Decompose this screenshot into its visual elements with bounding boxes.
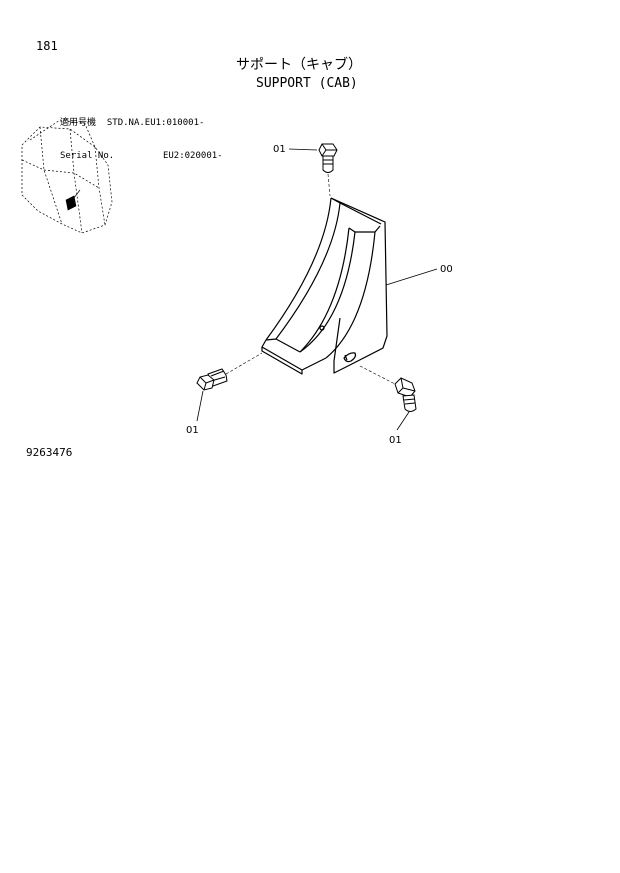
leader-line-bolt-right: [396, 411, 410, 431]
serial-range-2: EU2:020001-: [162, 151, 223, 161]
callout-bolt-left: 01: [186, 425, 199, 436]
leader-line-support: [385, 268, 438, 286]
bolt-left-icon: [196, 368, 228, 391]
page-title-japanese: サポート（キャブ）: [236, 57, 362, 73]
bolt-right-icon: [394, 377, 417, 412]
assembly-line-top: [327, 173, 331, 197]
page-number: 181: [36, 39, 58, 53]
serial-std-model: STD.NA.: [106, 118, 145, 128]
serial-range-1: EU1:010001-: [144, 118, 205, 128]
locator-pointer-line: [69, 189, 81, 204]
serial-label-english: Serial No.: [60, 151, 115, 161]
bolt-top-icon: [318, 143, 338, 173]
serial-row-1: 適用号機 STD.NA.EU1:010001-: [60, 118, 223, 129]
callout-bolt-right: 01: [389, 435, 402, 446]
support-bracket-part: [261, 197, 388, 375]
cab-locator-thumbnail: [21, 119, 113, 234]
page-title-english: SUPPORT (CAB): [256, 76, 358, 91]
serial-number-block: 適用号機 STD.NA.EU1:010001- Serial No. EU2:0…: [60, 96, 223, 173]
assembly-line-right: [359, 365, 396, 385]
callout-bolt-top: 01: [273, 144, 286, 155]
serial-label-japanese: 適用号機: [60, 118, 97, 128]
leader-line-bolt-top: [288, 148, 318, 151]
leader-line-bolt-left: [196, 390, 204, 422]
serial-row-2: Serial No. EU2:020001-: [60, 151, 223, 162]
locator-highlight-marker: [65, 195, 77, 211]
illustration-part-number: 9263476: [26, 446, 73, 459]
assembly-line-left: [225, 352, 263, 375]
callout-support: 00: [440, 264, 453, 275]
